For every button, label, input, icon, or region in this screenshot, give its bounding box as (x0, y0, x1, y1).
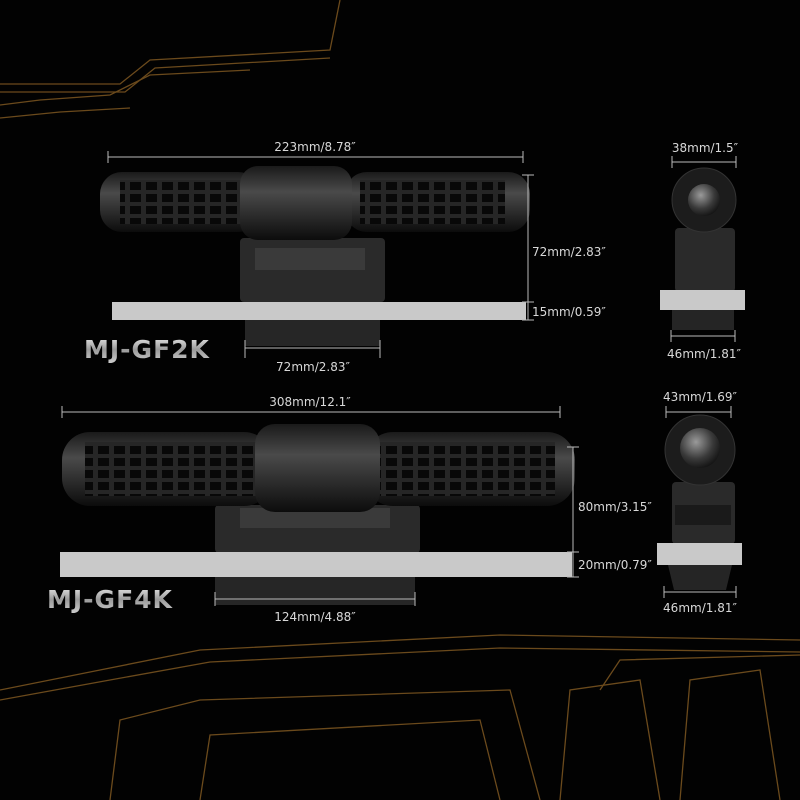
gf4k-glass-panel (60, 552, 572, 577)
gf2k-glass-panel (112, 302, 526, 320)
gf2k-mount-width-label: 72mm/2.83″ (276, 360, 350, 374)
gf2k-height-label: 72mm/2.83″ (532, 245, 606, 259)
gf4k-front-view (60, 424, 575, 605)
gf2k-side-dimension-lines (670, 156, 737, 342)
gf2k-front-view (100, 166, 530, 346)
gf4k-side-view (657, 414, 742, 590)
gf4k-side-base-width-label: 46mm/1.81″ (663, 601, 737, 615)
gf4k-glass-thickness-label: 20mm/0.79″ (578, 558, 652, 572)
gf4k-side-diameter-label: 43mm/1.69″ (663, 390, 737, 404)
gf2k-model-name: MJ-GF2K (84, 335, 211, 364)
gf2k-side-diameter-label: 38mm/1.5″ (672, 141, 739, 155)
gf4k-side-dimension-lines (663, 406, 737, 598)
decorative-outline-top (0, 0, 341, 119)
decorative-outline-bottom (0, 634, 800, 800)
gf2k-side-base-width-label: 46mm/1.81″ (667, 347, 741, 361)
gf2k-length-label: 223mm/8.78″ (274, 140, 356, 154)
gf2k-side-view (660, 167, 745, 330)
gf2k-dimension-lines (107, 151, 534, 358)
gf4k-model-name: MJ-GF4K (47, 585, 174, 614)
gf4k-height-label: 80mm/3.15″ (578, 500, 652, 514)
gf4k-mount-width-label: 124mm/4.88″ (274, 610, 356, 624)
gf4k-length-label: 308mm/12.1″ (269, 395, 351, 409)
gf4k-dimension-lines (61, 406, 579, 606)
gf2k-glass-thickness-label: 15mm/0.59″ (532, 305, 606, 319)
